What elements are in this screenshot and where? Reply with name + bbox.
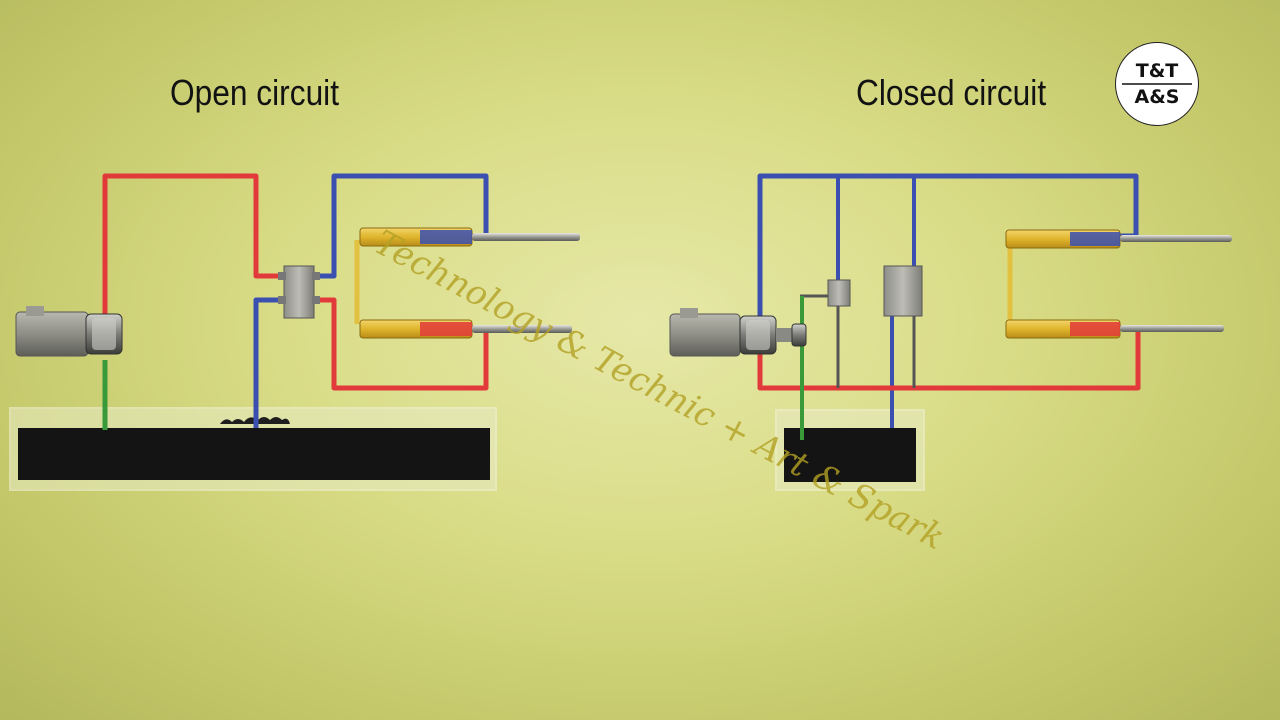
open-motor-pump [15, 306, 123, 357]
closed-control-valve [883, 265, 923, 317]
open-cylinder-top [359, 227, 580, 247]
open-circuit-diagram [9, 173, 580, 491]
closed-cylinder-top [1005, 229, 1232, 249]
svg-text:T&T: T&T [1136, 60, 1179, 82]
open-reservoir-tank [9, 407, 497, 491]
open-circuit-title: Open circuit [170, 72, 340, 113]
closed-motor-pump [669, 308, 807, 357]
channel-logo: T&T A&S [1115, 42, 1199, 126]
closed-cylinder-bottom [1005, 319, 1224, 339]
closed-relief-valve [827, 279, 851, 307]
logo-icon: T&T A&S [1122, 60, 1192, 108]
open-cylinder-bottom [359, 319, 572, 339]
open-cylinder-line-red [312, 297, 489, 391]
open-pressure-line [102, 173, 290, 318]
svg-text:A&S: A&S [1135, 86, 1180, 108]
closed-circuit-title: Closed circuit [856, 72, 1047, 113]
closed-circuit-diagram [669, 173, 1232, 491]
open-directional-valve [278, 265, 320, 319]
